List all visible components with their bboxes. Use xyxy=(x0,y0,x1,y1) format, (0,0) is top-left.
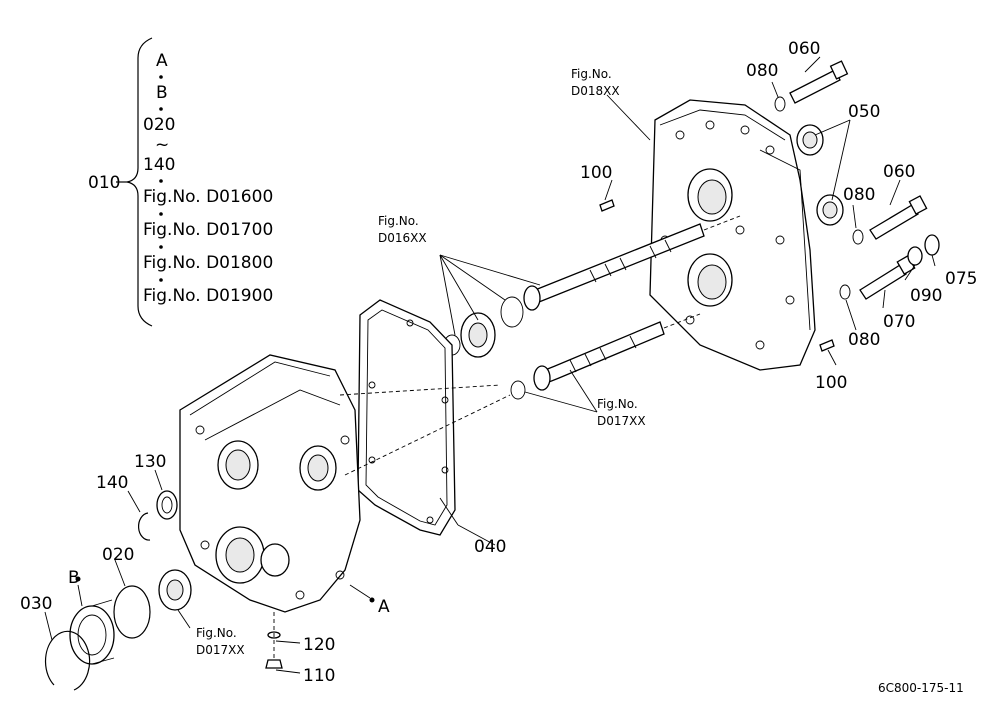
ref-code: D017XX xyxy=(597,414,646,428)
ref-title: Fig.No. xyxy=(571,67,612,81)
part-label: A xyxy=(378,597,390,617)
list-item: Fig.No. D01900 xyxy=(143,286,273,306)
part-label: 060 xyxy=(883,162,915,182)
list-dot xyxy=(159,212,163,216)
left-parts xyxy=(44,490,283,691)
list-dot xyxy=(159,179,163,183)
list-parent-number: 010 xyxy=(88,173,120,193)
part-label: 100 xyxy=(580,163,612,183)
rear-cover-housing xyxy=(649,99,816,371)
ref-title: Fig.No. xyxy=(378,214,419,228)
list-dot xyxy=(159,75,163,79)
leader-lines xyxy=(44,56,936,674)
part-label: 040 xyxy=(474,537,506,557)
part-label: B xyxy=(68,568,80,588)
right-parts xyxy=(599,60,940,352)
list-item: Fig.No. D01800 xyxy=(143,253,273,273)
list-dot xyxy=(159,245,163,249)
part-label: 075 xyxy=(945,269,977,289)
upper-shaft xyxy=(523,215,741,311)
lower-shaft xyxy=(533,313,701,391)
part-label: 120 xyxy=(303,635,335,655)
part-label: 080 xyxy=(843,185,875,205)
part-label: 130 xyxy=(134,452,166,472)
part-label: 080 xyxy=(848,330,880,350)
list-item: Fig.No. D01700 xyxy=(143,220,273,240)
list-dot xyxy=(159,107,163,111)
list-item: ~ xyxy=(155,135,169,155)
ref-code: D018XX xyxy=(571,84,620,98)
list-item: 140 xyxy=(143,155,175,175)
ref-title: Fig.No. xyxy=(196,626,237,640)
part-label: 110 xyxy=(303,666,335,686)
part-label: 080 xyxy=(746,61,778,81)
part-label: 100 xyxy=(815,373,847,393)
ref-code: D016XX xyxy=(378,231,427,245)
part-label: 090 xyxy=(910,286,942,306)
ref-code: D017XX xyxy=(196,643,245,657)
part-label: 020 xyxy=(102,545,134,565)
bearing-set xyxy=(443,296,526,400)
list-item: Fig.No. D01600 xyxy=(143,187,273,207)
part-label: 140 xyxy=(96,473,128,493)
list-dot xyxy=(159,278,163,282)
part-label: 030 xyxy=(20,594,52,614)
ref-title: Fig.No. xyxy=(597,397,638,411)
part-labels: Fig.No. D018XX Fig.No. D016XX Fig.No. D0… xyxy=(20,39,977,695)
part-label: 050 xyxy=(848,102,880,122)
list-item: A xyxy=(156,51,168,71)
list-item: B xyxy=(156,83,168,103)
part-label: 070 xyxy=(883,312,915,332)
list-item: 020 xyxy=(143,115,175,135)
figure-code: 6C800-175-11 xyxy=(878,681,964,695)
transmission-case xyxy=(179,354,361,613)
gasket xyxy=(357,299,456,536)
list-bracket xyxy=(126,37,153,327)
part-label: 060 xyxy=(788,39,820,59)
assembly-list: 010 A B 020 ~ 140 Fig.No. D01600 Fig.No.… xyxy=(88,37,273,327)
